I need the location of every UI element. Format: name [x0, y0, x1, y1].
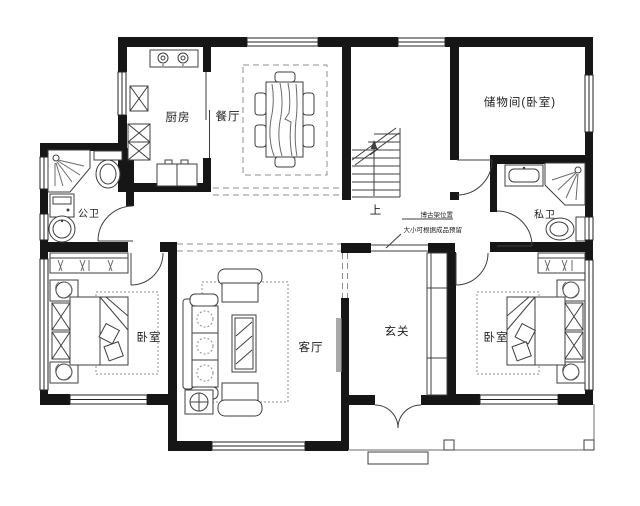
chair-icon — [254, 92, 267, 116]
foyer-label: 玄关 — [385, 324, 410, 338]
coffee-table-icon — [231, 314, 257, 373]
dining-table-icon — [265, 81, 304, 158]
public-bath-label: 公卫 — [78, 209, 100, 220]
wardrobe-icon — [537, 252, 586, 274]
private-bath-label: 私卫 — [534, 209, 556, 221]
bedroom-right-door — [455, 252, 489, 286]
sofa-icon — [182, 293, 219, 400]
living-room-furniture — [182, 268, 342, 417]
private-bath-fixtures — [504, 162, 586, 242]
entry-step — [367, 451, 429, 465]
tv-icon — [336, 318, 342, 372]
shelf-annotation — [385, 218, 453, 249]
up-arrow-icon — [369, 140, 379, 196]
chair-icon — [254, 124, 267, 148]
labels: 厨房 餐厅 储物间(卧室) 公卫 私卫 卧室 客厅 玄关 卧室 上 博古架位置 … — [78, 95, 556, 354]
window — [39, 156, 49, 190]
window — [584, 74, 594, 133]
kitchen-cabinet-icon — [129, 85, 149, 112]
shower-icon — [47, 149, 91, 193]
window — [584, 259, 594, 391]
dining-area — [242, 64, 328, 176]
porch — [348, 404, 595, 465]
window — [211, 441, 306, 451]
doors — [97, 72, 533, 429]
porch-post — [443, 439, 455, 451]
storage-label: 储物间(卧室) — [484, 95, 556, 109]
basin-icon — [48, 215, 76, 243]
windows — [39, 37, 594, 451]
storage-door — [456, 159, 493, 196]
private-bath-door — [496, 210, 533, 247]
porch-post — [583, 439, 595, 451]
shoe-cabinet-icon — [426, 252, 448, 396]
pillow-icon — [511, 341, 532, 362]
armchair-icon — [217, 382, 263, 417]
window — [39, 213, 49, 241]
stairs — [351, 127, 401, 198]
side-table-icon — [184, 389, 214, 415]
fridge-icon — [127, 123, 151, 161]
kitchen-sink-icon — [156, 159, 198, 187]
window — [397, 37, 446, 47]
window — [117, 71, 127, 116]
kitchen-sliding-door — [205, 72, 210, 158]
dining-label: 餐厅 — [216, 109, 241, 123]
bath-sink-icon — [504, 164, 544, 187]
pillow-icon — [103, 341, 124, 362]
nightstand-icon — [556, 361, 586, 384]
window — [479, 394, 559, 405]
window — [584, 216, 594, 241]
chair-icon — [274, 71, 296, 83]
nightstand-icon — [556, 279, 586, 302]
shelf-note-line2: 大小可根据成品预留 — [404, 225, 463, 234]
bedroom-right-label: 卧室 — [484, 330, 509, 344]
chair-icon — [274, 156, 296, 168]
window — [39, 258, 49, 391]
walls — [40, 37, 593, 451]
window — [69, 394, 148, 405]
nightstand-icon — [49, 279, 79, 302]
toilet-icon — [545, 216, 586, 242]
bed-icon — [506, 296, 584, 366]
public-bath-fixtures — [47, 149, 123, 243]
bedroom-left-furniture — [49, 252, 159, 384]
wardrobe-icon — [49, 252, 129, 274]
bedroom-left-label: 卧室 — [137, 330, 162, 344]
toilet-icon — [93, 150, 123, 189]
bedroom-right-furniture — [476, 252, 586, 384]
shower-icon — [544, 162, 586, 206]
stairs-up-label: 上 — [370, 204, 383, 217]
dashed-openings — [177, 187, 348, 298]
chair-icon — [302, 124, 315, 148]
pillow-icon — [98, 322, 121, 345]
bedroom-left-door — [130, 252, 164, 286]
display-shelf — [371, 244, 428, 252]
nightstand-icon — [49, 361, 79, 384]
living-label: 客厅 — [299, 340, 324, 354]
bed-icon — [51, 296, 129, 366]
dining-rug — [242, 64, 328, 176]
entry-double-door — [374, 404, 422, 429]
shelf-note-line1: 博古架位置 — [421, 210, 454, 219]
kitchen-label: 厨房 — [166, 111, 191, 124]
armchair-icon — [217, 268, 263, 303]
window — [246, 37, 319, 47]
foyer-furniture — [426, 252, 448, 396]
public-bath-door — [97, 205, 134, 242]
kitchen-stove-icon — [149, 49, 199, 68]
chair-icon — [302, 92, 315, 116]
pillow-icon — [514, 322, 537, 345]
washer-icon — [49, 193, 75, 218]
